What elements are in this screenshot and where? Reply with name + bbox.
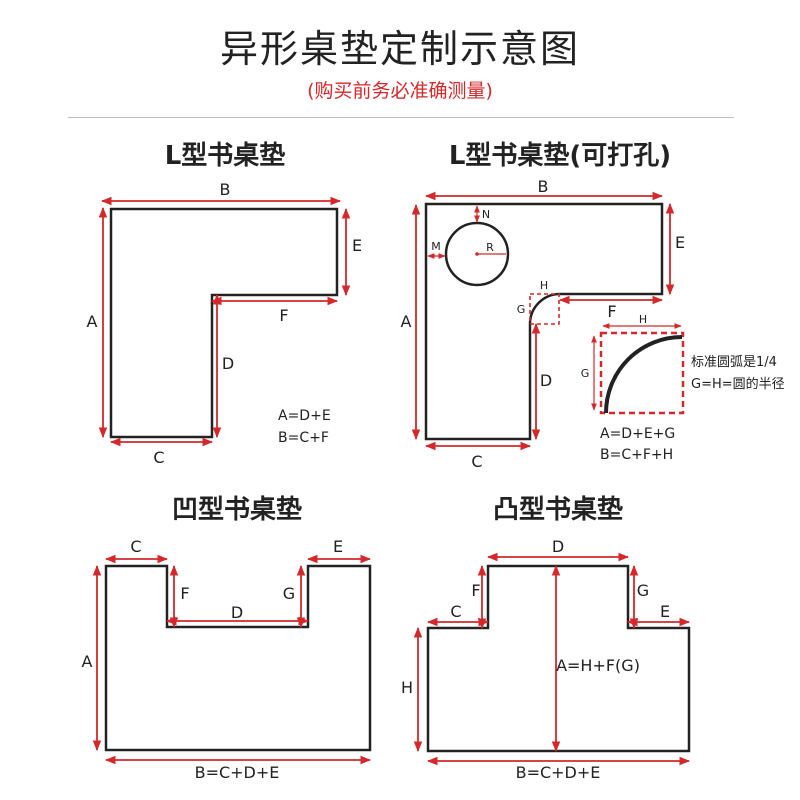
t-label-e: E <box>660 602 670 621</box>
lh-label-e: E <box>675 233 685 252</box>
panel-l-desk-mat-with-hole: L型书桌垫(可打孔) R N M B A E F D C H G <box>401 141 785 471</box>
panel-l-desk-mat: L型书桌垫 B A E F D C A=D+E B=C+F <box>87 141 363 467</box>
lh-label-m: M <box>431 240 441 253</box>
page-title: 异形桌垫定制示意图 <box>219 27 580 71</box>
l-mat-outline <box>109 207 339 439</box>
lh-label-a: A <box>401 312 412 331</box>
lh-label-h: H <box>540 279 548 292</box>
lh-label-d: D <box>540 371 552 390</box>
u-label-c: C <box>130 537 141 556</box>
panel-u-title: 凹型书桌垫 <box>172 495 302 525</box>
l-label-b: B <box>220 180 231 199</box>
lh-zoom-dashed-box <box>599 331 685 415</box>
l-label-f: F <box>279 306 288 325</box>
lh-corner-dashed-box <box>529 293 560 325</box>
l-formula-1: A=D+E <box>278 408 331 424</box>
u-mat-outline <box>104 564 372 752</box>
u-label-e: E <box>333 537 343 556</box>
u-label-d: D <box>231 603 243 622</box>
lh-hole-circle <box>444 221 510 287</box>
t-label-d: D <box>552 537 564 556</box>
lh-label-b: B <box>538 177 549 196</box>
t-label-c: C <box>450 602 461 621</box>
lh-formula-1: A=D+E+G <box>600 426 675 442</box>
page-subtitle: (购买前务必准确测量) <box>307 80 493 102</box>
t-mat-outline <box>426 564 691 753</box>
t-label-f: F <box>471 581 480 600</box>
lh-mat-outline <box>424 202 664 441</box>
lh-label-r: R <box>486 241 494 254</box>
t-label-h: H <box>401 678 413 697</box>
t-label-g: G <box>637 581 649 600</box>
u-label-f: F <box>180 584 189 603</box>
lh-zoom-arc <box>604 335 683 414</box>
panel-lh-title: L型书桌垫(可打孔) <box>449 141 671 171</box>
panel-t-title: 凸型书桌垫 <box>493 495 623 525</box>
panel-t-desk-mat: 凸型书桌垫 D A=H+F(G) F G C E H B=C+D+E <box>401 495 691 782</box>
l-label-c: C <box>153 448 164 467</box>
l-label-e: E <box>352 236 362 255</box>
lh-center-dot <box>475 252 479 256</box>
lh-zoom-label-h: H <box>639 313 647 326</box>
u-formula: B=C+D+E <box>195 763 280 782</box>
l-formula-2: B=C+F <box>278 430 329 446</box>
u-label-g: G <box>283 584 295 603</box>
lh-label-f: F <box>607 302 616 321</box>
panel-u-desk-mat: 凹型书桌垫 C E A F G D B=C+D+E <box>82 495 372 782</box>
lh-note-1: 标准圆弧是1/4 <box>691 355 777 370</box>
u-label-a: A <box>82 652 93 671</box>
lh-formula-2: B=C+F+H <box>600 447 673 463</box>
header-divider <box>68 117 734 118</box>
lh-label-g: G <box>517 303 526 316</box>
lh-label-c: C <box>471 452 482 471</box>
l-label-d: D <box>222 354 234 373</box>
l-label-a: A <box>87 312 98 331</box>
lh-note-2: G=H=圆的半径 <box>691 376 785 392</box>
t-inner-formula: A=H+F(G) <box>556 656 640 675</box>
panel-l-title: L型书桌垫 <box>165 141 286 171</box>
lh-zoom-label-g: G <box>581 367 590 380</box>
t-formula: B=C+D+E <box>516 763 601 782</box>
lh-label-n: N <box>482 208 490 221</box>
